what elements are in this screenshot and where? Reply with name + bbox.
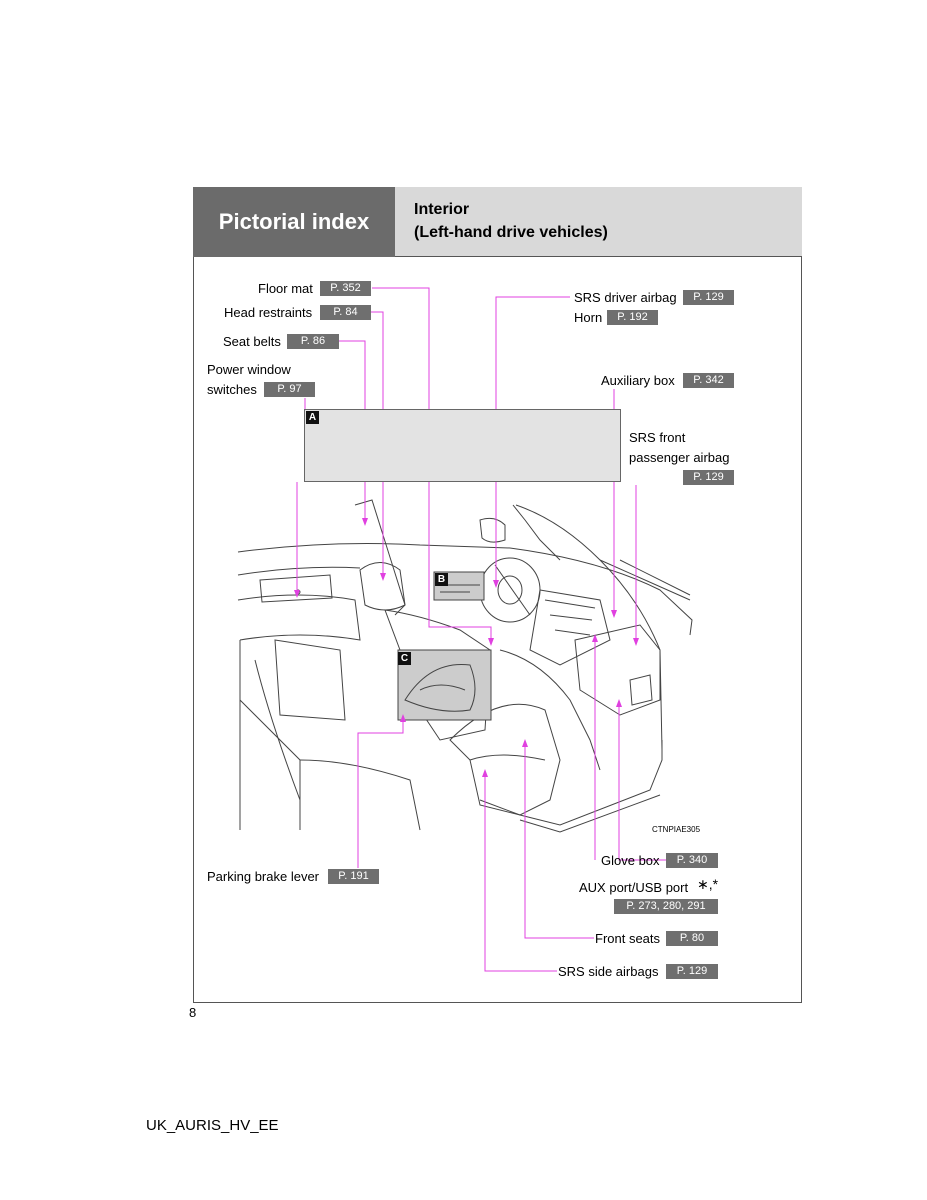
label-power-window-1: Power window [207, 362, 291, 377]
label-aux-port-marks: ∗,* [697, 876, 719, 892]
illustration-code: CTNPIAE305 [652, 825, 701, 834]
ref-srs-front-passenger[interactable]: P. 129 [683, 470, 734, 485]
ref-seat-belts[interactable]: P. 86 [287, 334, 339, 349]
document-footer: UK_AURIS_HV_EE [146, 1117, 279, 1134]
label-auxiliary-box: Auxiliary box [601, 373, 675, 388]
ref-parking-brake[interactable]: P. 191 [328, 869, 379, 884]
label-srs-driver-airbag: SRS driver airbag [574, 290, 677, 305]
ref-srs-driver-airbag[interactable]: P. 129 [683, 290, 734, 305]
ref-aux-port[interactable]: P. 273, 280, 291 [614, 899, 718, 914]
tag-c: C [398, 652, 411, 665]
page-title-line2: (Left-hand drive vehicles) [414, 224, 608, 241]
tag-b: B [435, 573, 448, 586]
label-parking-brake: Parking brake lever [207, 869, 319, 884]
label-head-restraints: Head restraints [224, 305, 313, 320]
page-number: 8 [189, 1005, 197, 1020]
ref-head-restraints[interactable]: P. 84 [320, 305, 371, 320]
label-horn: Horn [574, 310, 603, 325]
label-aux-port: AUX port/USB port [579, 880, 689, 895]
label-seat-belts: Seat belts [223, 334, 281, 349]
label-power-window-2: switches [207, 382, 257, 397]
section-title: Pictorial index [193, 187, 395, 257]
label-glove-box: Glove box [601, 853, 660, 868]
ref-front-seats[interactable]: P. 80 [666, 931, 718, 946]
tag-a: A [306, 411, 319, 424]
ref-floor-mat[interactable]: P. 352 [320, 281, 371, 296]
ref-power-window[interactable]: P. 97 [264, 382, 315, 397]
ref-auxiliary-box[interactable]: P. 342 [683, 373, 734, 388]
page-title-line1: Interior [414, 201, 470, 218]
label-srs-side-airbags: SRS side airbags [558, 964, 659, 979]
ref-srs-side-airbags[interactable]: P. 129 [666, 964, 718, 979]
label-srs-front-passenger-1: SRS front [629, 430, 686, 445]
ref-horn[interactable]: P. 192 [607, 310, 658, 325]
label-front-seats: Front seats [595, 931, 661, 946]
illustration-placeholder-a [304, 409, 621, 482]
label-srs-front-passenger-2: passenger airbag [629, 450, 730, 465]
page-header: Interior (Left-hand drive vehicles) [395, 187, 802, 257]
label-floor-mat: Floor mat [258, 281, 313, 296]
ref-glove-box[interactable]: P. 340 [666, 853, 718, 868]
